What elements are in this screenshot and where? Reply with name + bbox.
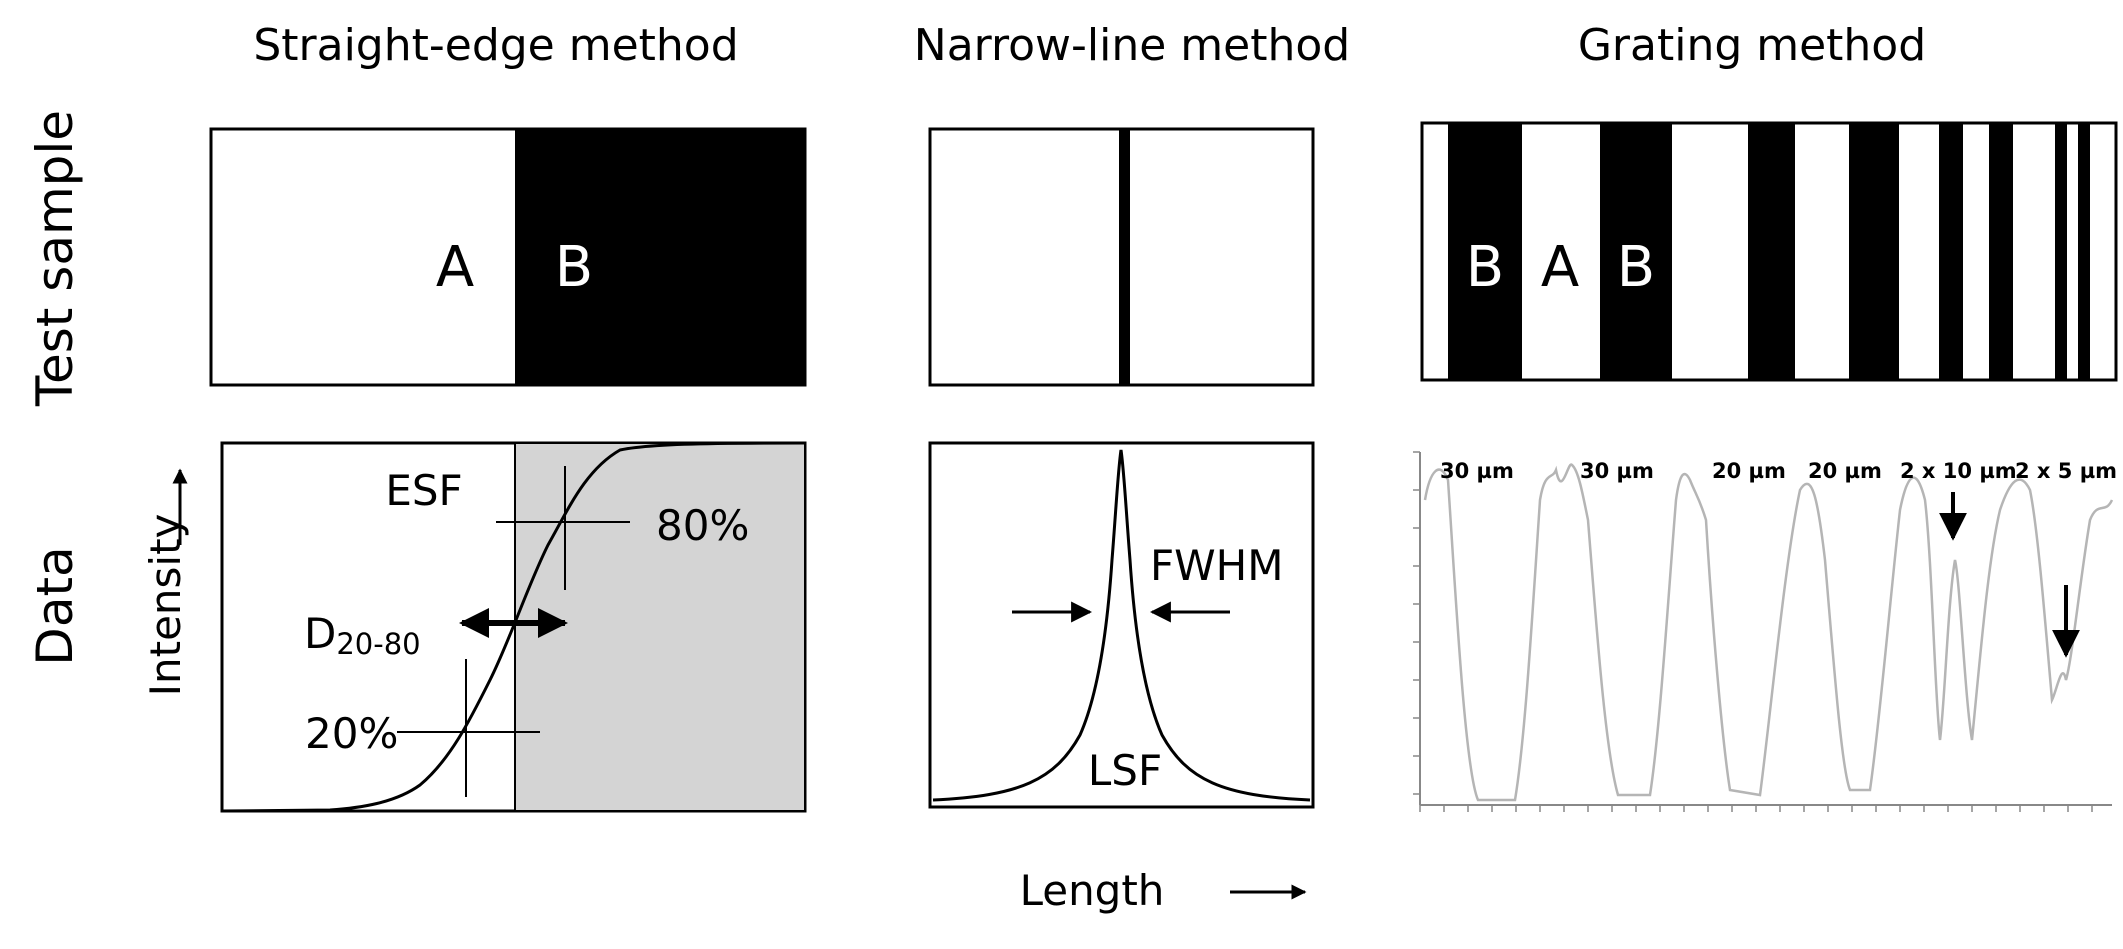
esf-plot: ESF 80% 20% D20-80	[220, 441, 807, 813]
title-grating: Grating method	[1578, 20, 1926, 71]
period-label-4: 20 µm	[1808, 459, 1882, 483]
x-axis-label: Length	[1020, 866, 1165, 915]
y-axis-label: Intensity	[141, 514, 190, 697]
row-label-data: Data	[26, 546, 84, 665]
title-narrow-line: Narrow-line method	[914, 20, 1350, 71]
region-a-label: A	[436, 235, 474, 300]
profile-ticks	[1413, 451, 2093, 812]
pct-80-label: 80%	[656, 501, 749, 550]
esf-shaded-region	[514, 442, 806, 812]
grating-bar	[1448, 123, 1522, 380]
lsf-plot: FWHM LSF	[928, 441, 1315, 809]
grating-bar	[1989, 123, 2013, 380]
grating-bar	[2078, 123, 2090, 380]
narrow-line-stripe	[1119, 129, 1130, 385]
grating-intensity-profile	[1423, 463, 2114, 802]
grating-label-b1: B	[1466, 235, 1504, 300]
title-straight-edge: Straight-edge method	[253, 20, 738, 71]
fwhm-label: FWHM	[1150, 541, 1284, 590]
period-label-5: 2 x 10 µm	[1900, 459, 2017, 483]
d-subscript: 20-80	[336, 627, 420, 661]
region-b-label: B	[555, 235, 593, 300]
grating-bar	[1748, 123, 1795, 380]
d-main: D	[304, 609, 336, 658]
grating-profile-plot: 30 µm 30 µm 20 µm 20 µm 2 x 10 µm 2 x 5 …	[1413, 451, 2117, 812]
esf-curve	[221, 441, 806, 813]
period-label-3: 20 µm	[1712, 459, 1786, 483]
grating-bar	[1849, 123, 1899, 380]
grating-bar	[2055, 123, 2067, 380]
grating-bar	[1600, 123, 1672, 380]
straight-edge-sample: A B	[209, 127, 807, 387]
grating-label-a: A	[1541, 235, 1579, 300]
period-label-2: 30 µm	[1580, 459, 1654, 483]
period-label-1: 30 µm	[1440, 459, 1514, 483]
narrow-line-sample	[928, 127, 1315, 387]
row-label-test-sample: Test sample	[26, 110, 84, 407]
edge-dark-region	[515, 129, 805, 385]
d20-80-label: D20-80	[304, 609, 421, 661]
lsf-label: LSF	[1088, 746, 1162, 795]
lsf-curve	[932, 449, 1311, 802]
grating-sample: B A B	[1420, 121, 2118, 382]
grating-bar	[1939, 123, 1963, 380]
period-label-6: 2 x 5 µm	[2015, 459, 2117, 483]
pct-20-label: 20%	[305, 709, 398, 758]
esf-label: ESF	[385, 466, 462, 515]
grating-label-b2: B	[1617, 235, 1655, 300]
